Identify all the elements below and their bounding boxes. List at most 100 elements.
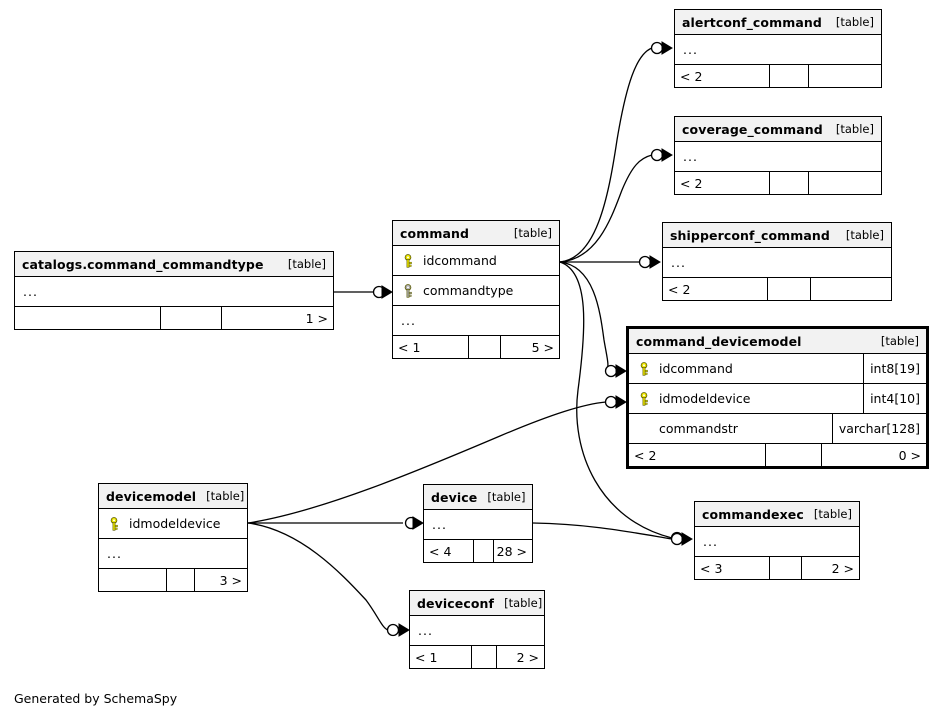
column-name-cell: idcommand: [393, 253, 559, 268]
table-row-column-idmodeldevice: idmodeldevice int4[10]: [629, 384, 926, 414]
edge-command-alertconf_command: [559, 47, 653, 263]
table-footer-alertconf_command: < 2: [675, 65, 881, 87]
footer-cell-left: < 4: [424, 540, 474, 562]
column-type-cell: varchar[128]: [831, 414, 926, 443]
table-node-devicemodel[interactable]: devicemodel [table] idmodeldevice... 3 >: [98, 483, 248, 592]
footer-cell-right: 3 >: [219, 572, 242, 588]
footer-cell-right: 5 >: [531, 339, 554, 355]
table-title: devicemodel: [106, 488, 197, 504]
table-title: coverage_command: [682, 121, 823, 137]
table-title: command_devicemodel: [636, 333, 802, 349]
ellipsis-label: ...: [107, 546, 122, 561]
ellipsis-label: ...: [418, 623, 433, 638]
table-header-command: command [table]: [393, 221, 559, 246]
edge-device-commandexec: [532, 522, 673, 540]
footer-cell-left: < 1: [410, 646, 472, 668]
table-row-ellipsis: ...: [663, 248, 891, 278]
table-title: shipperconf_command: [670, 227, 830, 243]
table-row-ellipsis: ...: [424, 510, 532, 540]
column-type-cell: int8[19]: [863, 354, 926, 383]
grey-key-icon: [401, 283, 415, 298]
footer-cell-left: < 3: [695, 557, 771, 579]
footer-cell-left: < 1: [393, 336, 470, 358]
table-header-device: device [table]: [424, 485, 532, 510]
footer-cell-left: < 2: [629, 444, 766, 466]
table-type-tag: [table]: [880, 334, 919, 348]
table-node-command_devicemodel[interactable]: command_devicemodel [table] idcommand int8[…: [626, 326, 929, 469]
footer-cell-mid: [768, 278, 812, 300]
column-label: idmodeldevice: [129, 516, 221, 531]
edge-command-coverage_command: [559, 154, 653, 263]
table-footer-coverage_command: < 2: [675, 172, 881, 194]
table-row-ellipsis: ...: [15, 277, 333, 307]
table-footer-shipperconf_command: < 2: [663, 278, 891, 300]
yellow-key-icon: [637, 361, 651, 376]
footer-cell-right: 0 >: [898, 447, 921, 463]
footer-cell-mid: [161, 307, 222, 329]
table-row-column-idcommand: idcommand: [393, 246, 559, 276]
table-row-ellipsis: ...: [410, 616, 544, 646]
ellipsis-label: ...: [671, 255, 686, 270]
table-row-column-idmodeldevice: idmodeldevice: [99, 509, 247, 539]
column-name-cell: idcommand: [629, 361, 863, 376]
table-row-column-idcommand: idcommand int8[19]: [629, 354, 926, 384]
footer-cell-mid: [469, 336, 501, 358]
footer-cell-mid: [472, 646, 498, 668]
footer-cell-right: [809, 172, 881, 194]
table-row-ellipsis: ...: [675, 142, 881, 172]
table-node-shipperconf_command[interactable]: shipperconf_command[table]...< 2: [662, 222, 892, 301]
column-name-cell: idmodeldevice: [99, 516, 247, 531]
footer-cell-right: 28 >: [496, 543, 527, 559]
table-node-catalogs_command_commandtype[interactable]: catalogs.command_commandtype [table]... 1 …: [14, 251, 334, 330]
column-label: idcommand: [659, 361, 733, 376]
column-name-cell: commandstr: [629, 421, 832, 436]
table-title: alertconf_command: [682, 14, 822, 30]
edge-command-command_devicemodel: [559, 261, 609, 372]
table-type-tag: [table]: [504, 596, 543, 610]
footer-cell-mid: [770, 172, 809, 194]
table-header-deviceconf: deviceconf[table]: [410, 591, 544, 616]
column-name-cell: idmodeldevice: [629, 391, 863, 406]
footer-cell-mid: [474, 540, 495, 562]
table-footer-device: < 4 28 >: [424, 540, 532, 562]
table-type-tag: [table]: [813, 507, 852, 521]
table-header-catalogs_command_commandtype: catalogs.command_commandtype [table]: [15, 252, 333, 277]
table-title: command: [400, 225, 470, 241]
table-title: device: [431, 489, 478, 505]
table-node-coverage_command[interactable]: coverage_command [table]...< 2: [674, 116, 882, 195]
table-row-ellipsis: ...: [675, 35, 881, 65]
yellow-key-icon: [637, 391, 651, 406]
table-header-command_devicemodel: command_devicemodel [table]: [629, 329, 926, 354]
table-row-ellipsis: ...: [695, 527, 859, 557]
footer-cell-mid: [167, 569, 196, 591]
footer-cell-right: [811, 278, 891, 300]
table-footer-command: < 1 5 >: [393, 336, 559, 358]
table-row-ellipsis: ...: [393, 306, 559, 336]
table-type-tag: [table]: [206, 489, 245, 503]
table-type-tag: [table]: [835, 122, 874, 136]
column-label: idmodeldevice: [659, 391, 751, 406]
table-node-device[interactable]: device [table]...< 4 28 >: [423, 484, 533, 563]
table-title: catalogs.command_commandtype: [22, 256, 264, 272]
table-footer-catalogs_command_commandtype: 1 >: [15, 307, 333, 329]
diagram-caption: Generated by SchemaSpy: [14, 691, 178, 706]
table-node-alertconf_command[interactable]: alertconf_command [table]...< 2: [674, 9, 882, 88]
table-type-tag: [table]: [835, 15, 874, 29]
table-footer-command_devicemodel: < 2 0 >: [629, 444, 926, 466]
table-row-ellipsis: ...: [99, 539, 247, 569]
table-type-tag: [table]: [287, 257, 326, 271]
column-label: idcommand: [423, 253, 497, 268]
column-type-cell: int4[10]: [863, 384, 926, 413]
yellow-key-icon: [401, 253, 415, 268]
footer-cell-right: 1 >: [305, 310, 328, 326]
table-node-command[interactable]: command [table] idcommand commandtype...< 1…: [392, 220, 560, 359]
table-type-tag: [table]: [487, 490, 526, 504]
table-type-tag: [table]: [513, 226, 552, 240]
table-footer-devicemodel: 3 >: [99, 569, 247, 591]
table-row-column-commandtype: commandtype: [393, 276, 559, 306]
